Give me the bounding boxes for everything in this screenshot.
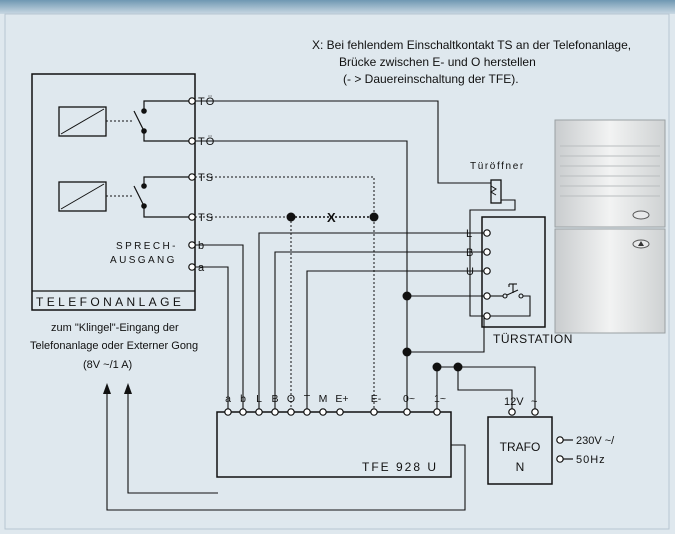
junction-dots bbox=[286, 212, 463, 372]
arrow-up-icon-2 bbox=[124, 383, 132, 394]
bell-push-switch bbox=[490, 283, 531, 317]
terminal-b bbox=[188, 241, 196, 249]
telefonanlage-unit: TELEFONANLAGE bbox=[31, 73, 215, 311]
tfe-label: TFE 928 U bbox=[362, 460, 438, 474]
ts-terminal-u bbox=[483, 267, 491, 275]
klingel-line-3: (8V ~/1 A) bbox=[83, 359, 132, 371]
bridge-marker: X bbox=[327, 210, 336, 225]
wires bbox=[106, 100, 536, 511]
tfe-terminal-eplus: E+ bbox=[335, 393, 348, 405]
trafo-input-12v: 12V bbox=[504, 396, 524, 408]
terminal-label-ts-2: TS bbox=[198, 212, 214, 224]
trafo-line-2: N bbox=[516, 460, 525, 474]
terminal-to-1 bbox=[188, 97, 196, 105]
note-line-2: Brücke zwischen E- und O herstellen bbox=[339, 55, 536, 69]
klingel-line-2: Telefonanlage oder Externer Gong bbox=[30, 340, 198, 352]
switch-2 bbox=[133, 176, 190, 218]
terminal-label-to-2: TÖ bbox=[198, 136, 215, 148]
tfe-terminal-0: 0~ bbox=[403, 393, 415, 405]
tfe-terminal-m: M bbox=[319, 393, 328, 405]
ts-terminal-b bbox=[483, 248, 491, 256]
telefonanlage-title: TELEFONANLAGE bbox=[36, 295, 184, 309]
terminal-ts-1 bbox=[188, 173, 196, 181]
tueroeffner-label: Türöffner bbox=[470, 161, 525, 172]
note-line-1: X: Bei fehlendem Einschaltkontakt TS an … bbox=[312, 38, 631, 52]
trafo-line-1: TRAFO bbox=[500, 440, 541, 454]
trafo-input-ac: ~ bbox=[531, 396, 537, 408]
ausgang-label: AUSGANG bbox=[110, 255, 177, 266]
header-band bbox=[0, 0, 675, 14]
arrow-up-icon bbox=[103, 383, 111, 394]
ts-terminal-l bbox=[483, 229, 491, 237]
mains-line-1: 230V ~/ bbox=[576, 435, 615, 447]
terminal-a bbox=[188, 263, 196, 271]
mains-line-2: 50Hz bbox=[576, 454, 606, 466]
tuerstation-title: TÜRSTATION bbox=[493, 332, 573, 346]
terminal-ts-2 bbox=[188, 213, 196, 221]
note-line-3: (- > Dauereinschaltung der TFE). bbox=[343, 72, 519, 86]
terminal-to-2 bbox=[188, 137, 196, 145]
door-station-panel bbox=[554, 119, 666, 334]
terminal-label-b: b bbox=[198, 240, 204, 252]
tfe-terminal-1: 1~ bbox=[434, 393, 446, 405]
klingel-arrows bbox=[103, 383, 132, 394]
terminal-label-a: a bbox=[198, 262, 205, 274]
sprech-label: SPRECH- bbox=[116, 241, 178, 252]
ts-dotted-wires bbox=[195, 176, 375, 409]
diagram-border bbox=[4, 13, 670, 530]
trafo-unit: TRAFO N 12V ~ 230V ~/ 50Hz bbox=[487, 396, 615, 485]
terminal-label-ts-1: TS bbox=[198, 172, 214, 184]
tueroeffner-icon bbox=[490, 179, 502, 204]
ts-label-l: L bbox=[466, 228, 472, 240]
klingel-line-1: zum "Klingel"-Eingang der bbox=[51, 322, 179, 334]
terminal-label-to-1: TÖ bbox=[198, 96, 215, 108]
tfe-terminal-eminus: E- bbox=[371, 393, 382, 405]
switch-1 bbox=[133, 100, 190, 142]
